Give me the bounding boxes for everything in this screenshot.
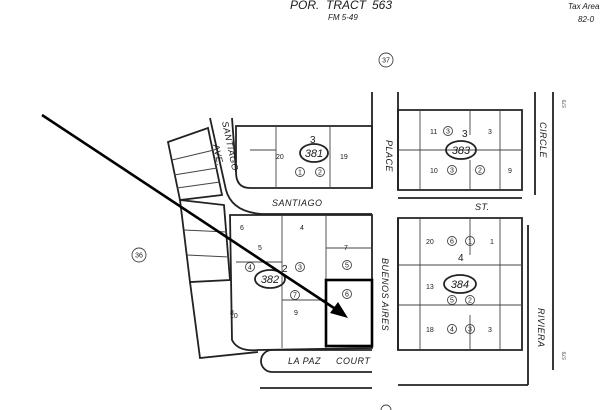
header-tax-area-code: 82-0 [578,15,595,24]
circled-1-block381-label: 1 [298,170,302,177]
circled-3-block383-bottom-label: 3 [450,168,454,175]
circled-5-block382-top-label: 5 [345,263,349,270]
circled-3-block384-label: 3 [468,327,472,334]
circled-2-block381 [315,167,325,177]
lot-10-block383: 10 [430,168,438,175]
circled-3-block383-bottom [447,165,457,175]
highlighted-lot [324,278,374,348]
circled-4-block384 [447,324,457,334]
block-2-label: 2 [282,264,288,275]
parcel-383: 383 [452,145,471,157]
lot-18: 18 [426,327,434,334]
lot-9-block383: 9 [508,168,512,175]
circled-1-block381 [295,167,305,177]
parcel-384-oval [443,274,477,294]
circled-3-block382-label: 3 [298,265,302,272]
circled-3-block382 [295,262,305,272]
lot-10-block382: 10 [230,313,238,320]
lot-5-block382: 5 [258,245,262,252]
parcel-383-oval [445,140,477,160]
header-por: POR. [290,0,319,12]
circled-4-block384-label: 4 [450,327,454,334]
pointer-arrow-line [41,113,341,314]
parcel-381: 381 [305,148,323,160]
street-la-paz: LA PAZ [288,356,321,366]
lot-8-block382: 8 [230,310,234,317]
street-buenos-aires: BUENOS AIRES [380,258,390,331]
street-circle: CIRCLE [538,122,548,159]
lot-19-block381: 19 [340,154,348,161]
block-4-label: 4 [458,253,464,264]
lot-3-block384: 3 [488,327,492,334]
circled-2-block383-label: 2 [478,168,482,175]
lot-9-block382: 9 [294,310,298,317]
street-santiago-ave-suffix: AVE. [211,142,226,167]
circled-4-block382 [245,262,255,272]
lot-13: 13 [426,284,434,291]
circled-6-block384-label: 6 [450,239,454,246]
map-sheet-37-circle [378,52,394,68]
santiago-ave-west-line [209,117,372,215]
circled-1-block384 [465,236,475,246]
la-paz-court-cul-de-sac [260,349,273,373]
circled-3-block383-top-label: 3 [446,129,450,136]
header-tax-area: Tax Area [568,2,600,11]
circled-2-block384-label: 2 [468,298,472,305]
circled-2-block384 [465,295,475,305]
circled-4-block382-label: 4 [248,265,252,272]
circled-7-block382-label: 7 [293,293,297,300]
circled-3-block383-top [443,126,453,136]
circled-6-block384 [447,236,457,246]
parcel-381-oval [299,143,329,163]
street-santiago-st-suffix: ST. [475,202,490,212]
lot-20-block384: 20 [426,239,434,246]
block-382 [229,214,373,352]
lower-parcels-line [189,281,259,359]
map-sheet-bottom-circle [380,404,392,410]
circled-1-block384-label: 1 [468,239,472,246]
street-place: PLACE [384,140,394,173]
circled-5-block384-label: 5 [450,298,454,305]
parcel-384: 384 [451,279,469,291]
edge-number-bottom: 579 [562,351,568,360]
edge-number-top: 579 [562,99,568,108]
lot-7-block382: 7 [344,245,348,252]
circled-5-block382-top [342,260,352,270]
lot-11: 11 [430,129,437,136]
circled-7-block382 [290,290,300,300]
header-tract-number: 563 [372,0,392,12]
circled-3-block384 [465,324,475,334]
header-fm: FM 5-49 [328,13,358,22]
lot-20-block381: 20 [276,154,284,161]
street-santiago-st: SANTIAGO [272,198,323,208]
santiago-ave-east-line [231,117,237,173]
circled-2-block383 [475,165,485,175]
parcel-382-oval [254,269,286,289]
circled-2-block381-label: 2 [318,170,322,177]
parcel-382: 382 [261,274,279,286]
street-riviera: RIVIERA [536,308,546,348]
map-sheet-36: 36 [135,253,143,260]
circled-6-block382-label: 6 [345,292,349,299]
map-sheet-36-circle [131,247,147,263]
lot-4-block382: 4 [300,225,304,232]
street-court: COURT [336,356,371,366]
circled-5-block384 [447,295,457,305]
map-sheet-37: 37 [382,58,390,65]
block-3-label-383: 3 [462,129,468,140]
lot-6-block382: 6 [240,225,244,232]
pointer-arrow-head [330,302,348,318]
header-tract: TRACT [326,0,368,12]
lot-1-block384: 1 [490,239,494,246]
circled-6-block382 [342,289,352,299]
lot-3-block383: 3 [488,129,492,136]
block-381 [235,125,373,189]
block-3-label-381: 3 [310,135,316,146]
